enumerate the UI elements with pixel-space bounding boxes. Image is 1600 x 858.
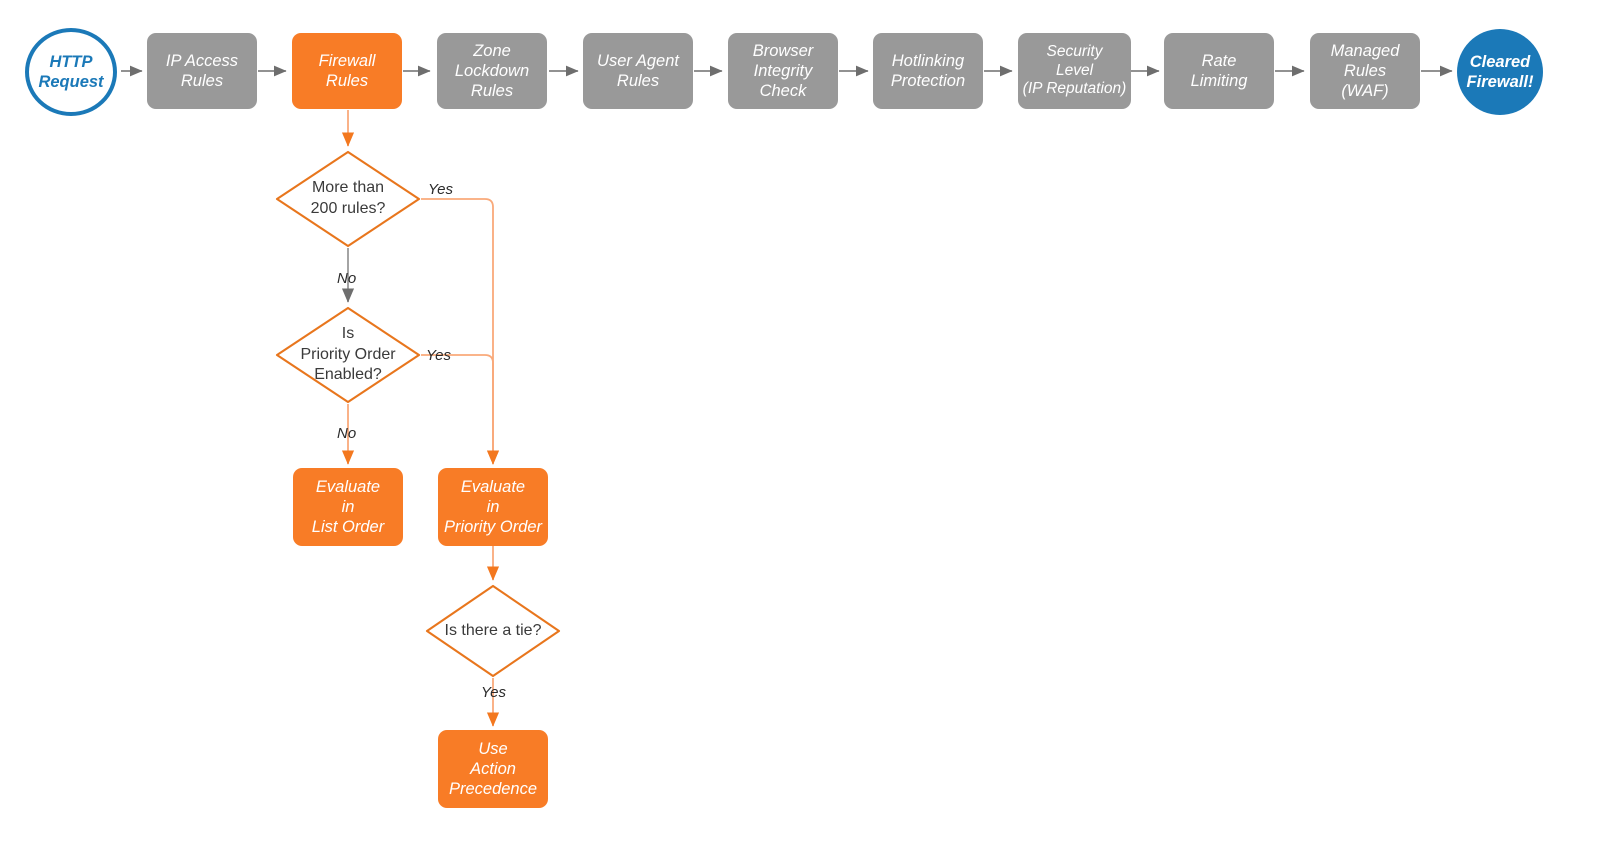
node-rate-limiting[interactable]: Rate Limiting [1164, 33, 1274, 109]
node-browser-integrity-check[interactable]: Browser Integrity Check [728, 33, 838, 109]
diamond-more-than-200-rules[interactable] [275, 150, 421, 248]
node-hotlinking-protection[interactable]: Hotlinking Protection [873, 33, 983, 109]
node-firewall-rules[interactable]: Firewall Rules [292, 33, 402, 109]
diamond-is-there-a-tie[interactable] [425, 584, 561, 678]
node-ip-access-rules[interactable]: IP Access Rules [147, 33, 257, 109]
edge-label-yes-tie: Yes [481, 684, 507, 701]
decision-shapes [275, 150, 561, 678]
node-evaluate-in-priority-order[interactable]: Evaluate in Priority Order [438, 468, 548, 546]
node-user-agent-rules[interactable]: User Agent Rules [583, 33, 693, 109]
connector-yes-200-rules [421, 198, 500, 465]
node-evaluate-in-list-order[interactable]: Evaluate in List Order [293, 468, 403, 546]
node-cleared-firewall[interactable]: Cleared Firewall! [1457, 29, 1543, 115]
node-use-action-precedence[interactable]: Use Action Precedence [438, 730, 548, 808]
node-security-level[interactable]: Security Level (IP Reputation) [1018, 33, 1131, 109]
edge-label-no-200-rules: No [337, 270, 357, 287]
edge-label-no-priority-order: No [337, 425, 357, 442]
edge-label-yes-priority-order: Yes [426, 347, 452, 364]
diamond-is-priority-order-enabled[interactable] [275, 306, 421, 404]
branch-connectors [341, 110, 500, 727]
node-managed-rules-waf[interactable]: Managed Rules (WAF) [1310, 33, 1420, 109]
node-http-request[interactable]: HTTP Request [25, 28, 117, 116]
connector-yes-priority-order [421, 354, 500, 465]
node-zone-lockdown-rules[interactable]: Zone Lockdown Rules [437, 33, 547, 109]
edge-label-yes-200-rules: Yes [428, 181, 454, 198]
